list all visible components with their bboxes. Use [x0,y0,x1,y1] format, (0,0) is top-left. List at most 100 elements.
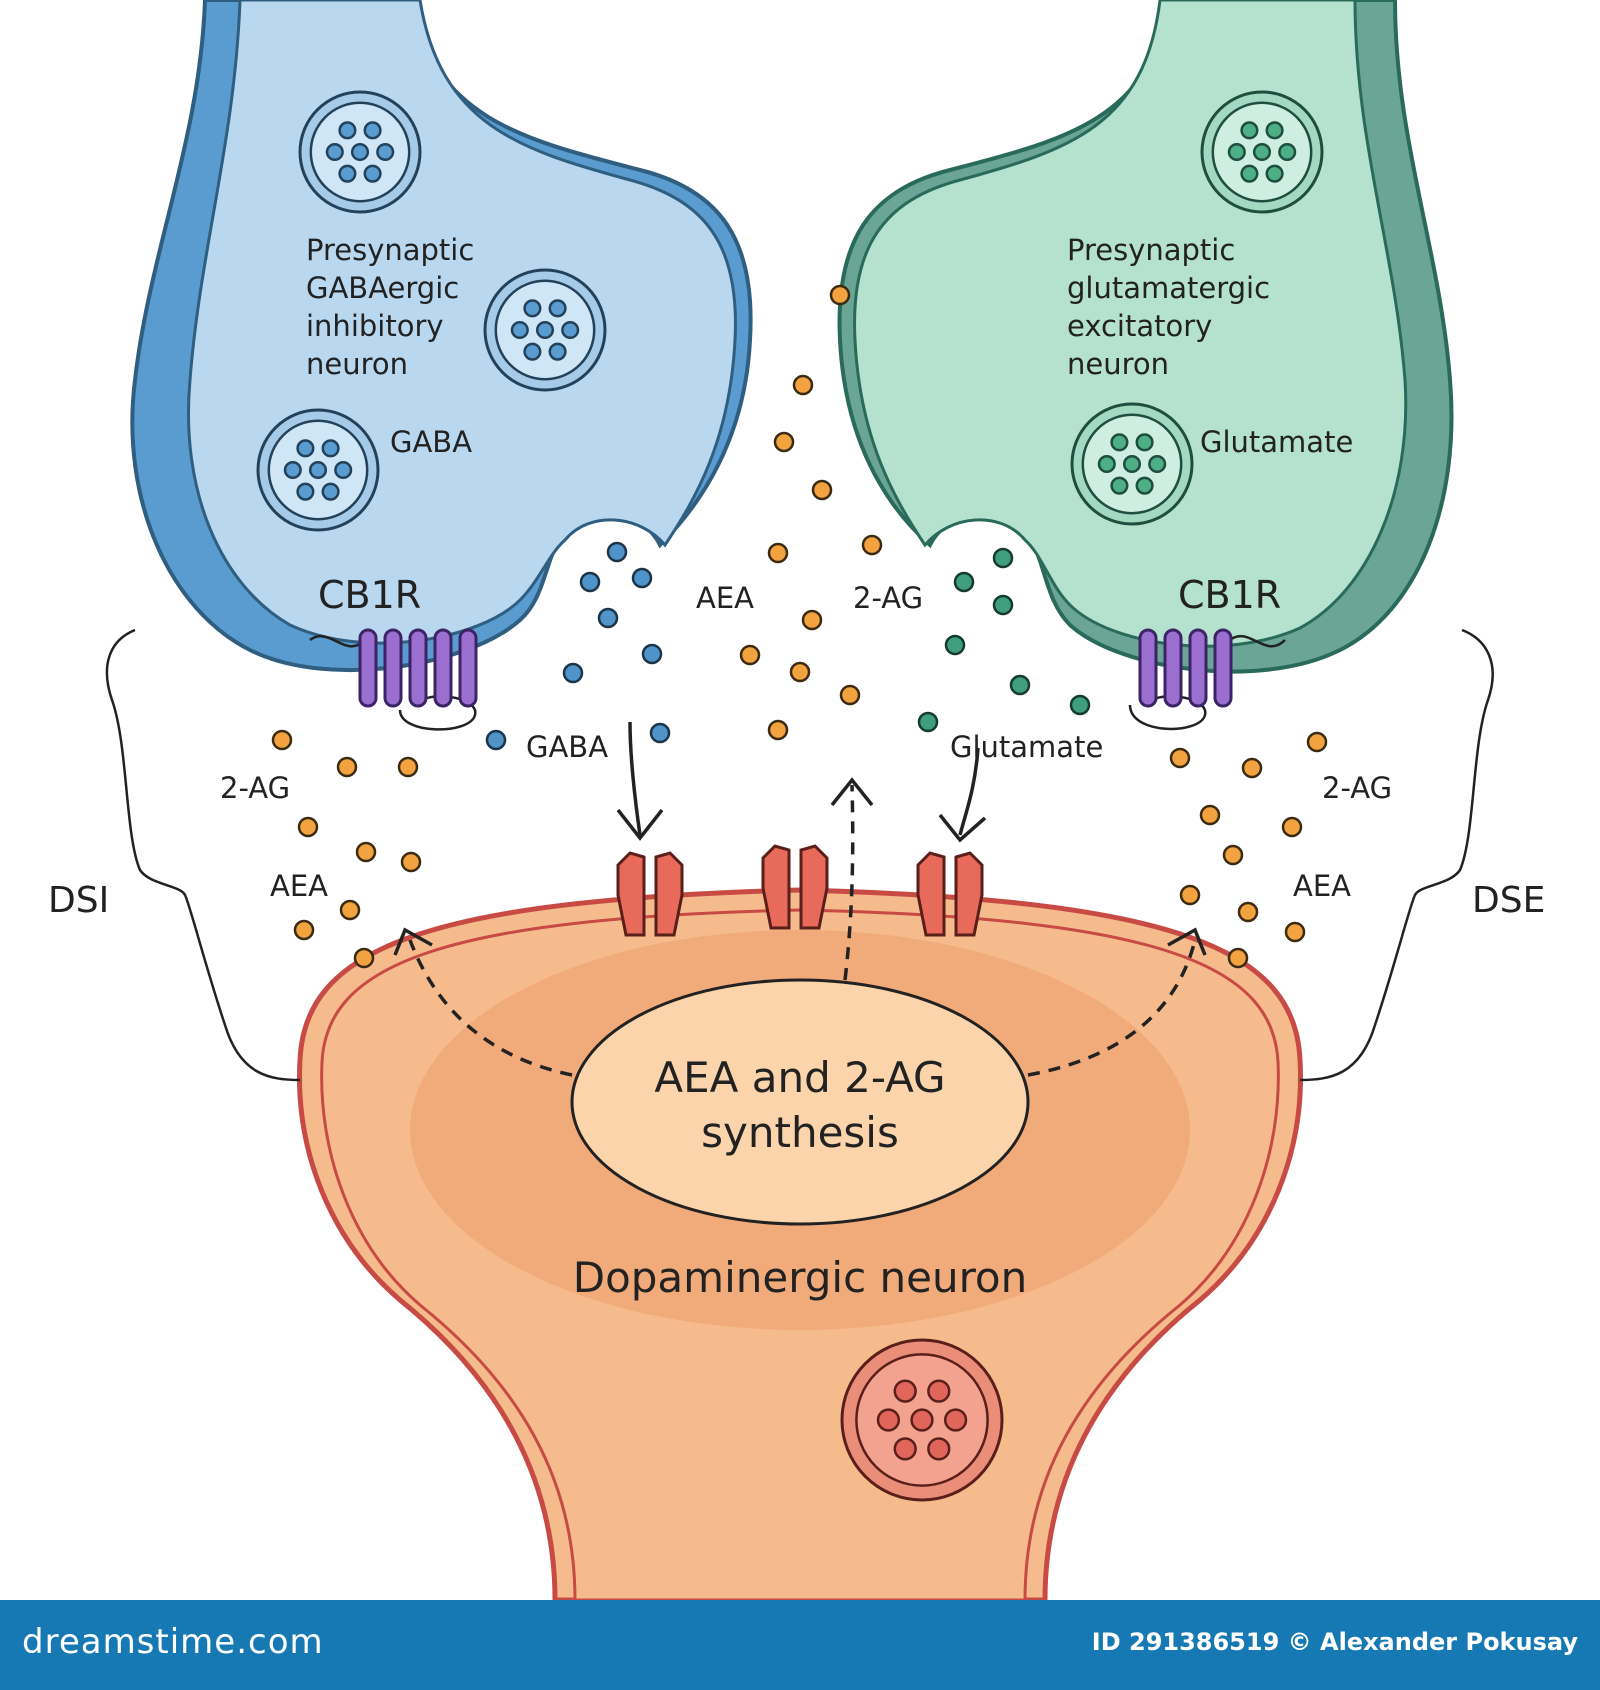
dopamine-vesicle-dot [893,1379,917,1403]
ion-channel [761,844,829,930]
gaba-molecule [562,662,584,684]
glutamate-molecule [953,571,975,593]
dopamine-vesicle-dot [943,1408,968,1432]
dopaminergic-neuron [297,887,1303,1600]
ecb-up-arrowhead-center [830,777,874,807]
endocannabinoid-molecule [1237,901,1259,923]
ecb-arrowhead-right [1167,927,1207,956]
gaba-vesicles [256,90,607,532]
endocannabinoid-molecule [767,719,789,741]
twoag-right-label: 2-AG [1322,771,1392,805]
glut-release-arrow [958,747,980,836]
endocannabinoid-molecule [792,374,814,396]
endocannabinoid-molecule [339,899,361,921]
ecb-arrow-left [408,939,573,1077]
endocannabinoid-molecule [297,816,319,838]
glutamate-molecule [1009,674,1031,696]
glutamate-vesicle-dot [1240,164,1259,183]
endocannabinoid-molecule [1199,804,1221,826]
gaba-vesicle-dot [523,299,542,318]
gaba-molecule [579,571,601,593]
aea-right-label: AEA [1293,869,1351,903]
glutamate-vesicle-dot [1265,121,1284,140]
gaba-molecule [641,643,663,665]
gaba-vesicle-dot [510,320,529,340]
gaba-neuron-label-1: Presynaptic [306,233,474,267]
glutamatergic-neuron [837,0,1454,674]
gaba-vesicle-dot [363,164,382,183]
glutamate-vesicle-dot [1135,476,1154,495]
glutamate-vesicle-dot [1097,454,1116,474]
ion-channel [916,851,984,937]
ecb-arrow-right [1027,939,1197,1077]
ecb-arrowhead-left [393,927,433,956]
glutamate-vesicle-dot [1278,142,1297,162]
cb1r-receptor-right [1128,628,1286,731]
gaba-vesicle [298,90,422,214]
ion-channel-left-half [916,851,946,937]
dse-brace [1299,628,1494,1082]
gaba-release-arrow [628,721,642,836]
endocannabinoid-molecule [271,729,293,751]
gaba-neuron-label-2: GABAergic [306,271,459,305]
gaba-vesicle-dot [308,460,328,480]
endocannabinoid-molecule [773,431,795,453]
gaba-vesicle-dot [338,121,357,140]
twoag-center-label: 2-AG [853,581,923,615]
glut-release-arrowhead [938,813,987,843]
aea-left-label: AEA [270,869,328,903]
gaba-vesicle [483,268,607,392]
glutamate-vesicle-dot [1265,164,1284,183]
endocannabinoid-molecule [1284,921,1306,943]
glutamate-vesicle [1200,90,1324,214]
endocannabinoid-molecule [1241,757,1263,779]
gaba-vesicle-dot [283,460,302,480]
glutamate-vesicle-dot [1148,454,1167,474]
synthesis-oval [570,978,1030,1226]
dopamine-vesicle-dot [893,1437,917,1461]
gaba-vesicle-dot [334,460,353,480]
dopaminergic-neuron-label: Dopaminergic neuron [573,1253,1028,1302]
dopamine-vesicle-dot [876,1408,901,1432]
dopamine-vesicle [840,1338,1004,1502]
glutamate-release-label: Glutamate [950,730,1103,764]
endocannabinoid-molecule [839,684,861,706]
gaba-vesicle-dot [321,439,340,458]
dopamine-vesicle-dot [927,1379,951,1403]
gaba-molecule [606,541,628,563]
glutamate-vesicle-dot [1227,142,1246,162]
cb1r-receptor-left [309,628,478,731]
glut-neuron-label-4: neuron [1067,347,1169,381]
glutamate-vesicles [1070,90,1324,526]
gaba-molecule [597,607,619,629]
endocannabinoid-molecule [767,542,789,564]
endocannabinoid-molecule [355,841,377,863]
endocannabinoid-molecule [336,756,358,778]
dse-label: DSE [1472,880,1545,921]
endocannabinoid-molecule [861,534,883,556]
gaba-vesicle-dot [535,320,555,340]
aea-center-label: AEA [696,581,754,615]
glutamate-vesicle-dot [1252,142,1272,162]
brand-logo-text[interactable]: dreamstime.com [22,1622,324,1662]
ion-channel-left-half [761,844,791,930]
gaba-molecule [649,722,671,744]
glutamate-molecule [992,547,1014,569]
dopamine-vesicle-dot [927,1437,951,1461]
synthesis-label-1: AEA and 2-AG [654,1053,945,1102]
ion-channel-right-half [799,844,829,930]
dsi-brace [105,628,301,1082]
glutamate-vesicle-dot [1240,121,1259,140]
gaba-vesicle-dot [376,142,395,162]
gaba-vesicle-dot [325,142,344,162]
endocannabinoid-synapse-diagram: Presynaptic GABAergic inhibitory neuron … [48,0,1545,1600]
ion-channel [616,851,684,937]
gaba-vesicle-dot [321,482,340,501]
endocannabinoid-molecule [801,609,823,631]
glutamate-vesicle-dot [1110,433,1129,452]
ecb-up-arrow-center [843,784,855,981]
endocannabinoid-molecule [811,479,833,501]
twoag-left-label: 2-AG [220,771,290,805]
gaba-molecule [485,729,507,751]
glutamate-vesicle-dot [1135,433,1154,452]
